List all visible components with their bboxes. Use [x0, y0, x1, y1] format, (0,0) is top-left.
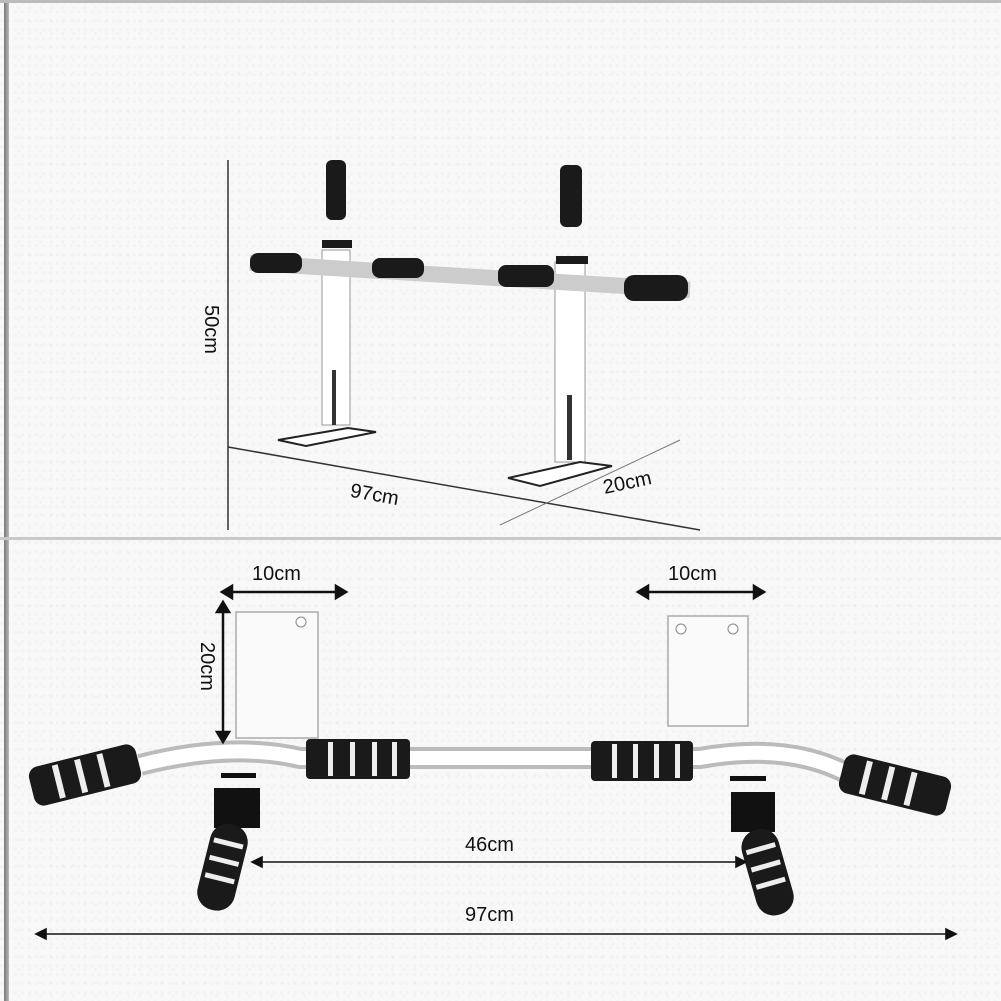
bracket-height-label: 20cm: [196, 642, 218, 691]
inner-span-label: 46cm: [465, 834, 514, 856]
section-divider: [0, 537, 1001, 540]
right-bracket-width-label: 10cm: [668, 563, 717, 585]
left-frame-edge: [4, 0, 9, 1001]
top-frame-edge: [0, 0, 1001, 3]
left-bracket-width-label: 10cm: [252, 563, 301, 585]
total-length-label: 97cm: [465, 904, 514, 926]
height-dimension-label: 50cm: [200, 305, 222, 354]
